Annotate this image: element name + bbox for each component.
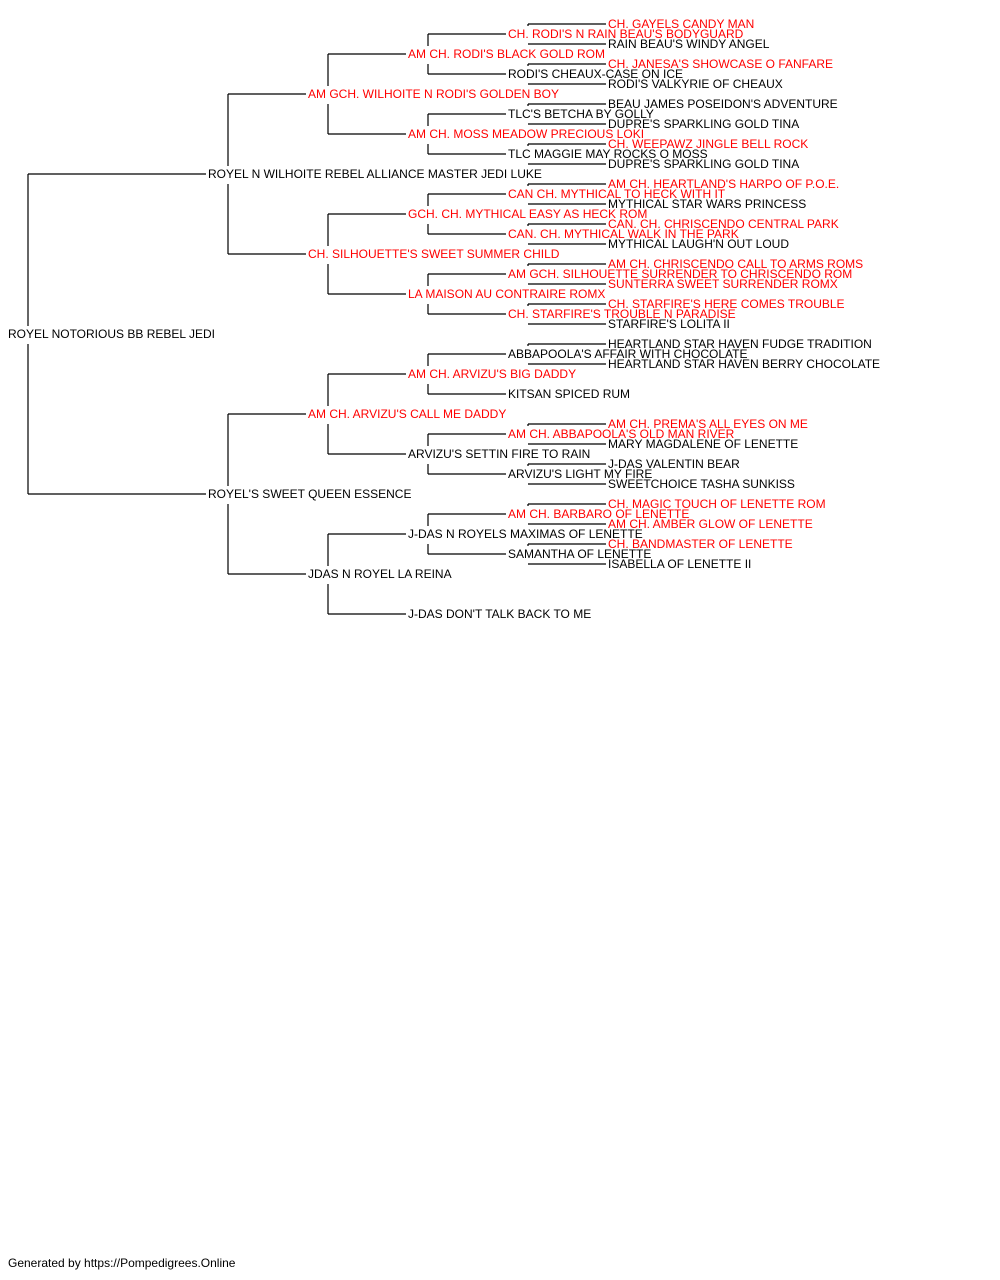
dog-name: ARVIZU'S LIGHT MY FIRE — [508, 467, 652, 481]
champion-dog-name: LA MAISON AU CONTRAIRE ROMX — [408, 287, 605, 301]
champion-dog-name: CH. MAGIC TOUCH OF LENETTE ROM — [608, 497, 826, 511]
dog-name: RODI'S VALKYRIE OF CHEAUX — [608, 77, 783, 91]
champion-dog-name: AM GCH. SILHOUETTE SURRENDER TO CHRISCEN… — [508, 267, 852, 281]
champion-dog-name: AM CH. BARBARO OF LENETTE — [508, 507, 689, 521]
champion-dog-name: AM CH. CHRISCENDO CALL TO ARMS ROMS — [608, 257, 863, 271]
champion-dog-name: GCH. CH. MYTHICAL EASY AS HECK ROM — [408, 207, 647, 221]
dog-name: ARVIZU'S SETTIN FIRE TO RAIN — [408, 447, 590, 461]
dog-name: RAIN BEAU'S WINDY ANGEL — [608, 37, 770, 51]
champion-dog-name: AM CH. PREMA'S ALL EYES ON ME — [608, 417, 808, 431]
dog-name: J-DAS DON'T TALK BACK TO ME — [408, 607, 591, 621]
dog-name: J-DAS N ROYELS MAXIMAS OF LENETTE — [408, 527, 643, 541]
champion-dog-name: CAN CH. MYTHICAL TO HECK WITH IT — [508, 187, 726, 201]
dog-name: MYTHICAL STAR WARS PRINCESS — [608, 197, 806, 211]
dog-name: ROYEL NOTORIOUS BB REBEL JEDI — [8, 327, 215, 341]
name-labels: ROYEL NOTORIOUS BB REBEL JEDI ROYEL N WIL… — [8, 17, 880, 621]
champion-dog-name: CH. STARFIRE'S TROUBLE N PARADISE — [508, 307, 736, 321]
dog-name: ROYEL N WILHOITE REBEL ALLIANCE MASTER J… — [208, 167, 542, 181]
champion-dog-name: AM GCH. WILHOITE N RODI'S GOLDEN BOY — [308, 87, 559, 101]
dog-name: STARFIRE'S LOLITA II — [608, 317, 730, 331]
dog-name: ABBAPOOLA'S AFFAIR WITH CHOCOLATE — [508, 347, 747, 361]
champion-dog-name: AM CH. ABBAPOOLA'S OLD MAN RIVER — [508, 427, 735, 441]
dog-name: TLC MAGGIE MAY ROCKS O MOSS — [508, 147, 708, 161]
champion-dog-name: CAN. CH. CHRISCENDO CENTRAL PARK — [608, 217, 839, 231]
champion-dog-name: CH. RODI'S N RAIN BEAU'S BODYGUARD — [508, 27, 744, 41]
champion-dog-name: AM CH. HEARTLAND'S HARPO OF P.O.E. — [608, 177, 839, 191]
champion-dog-name: AM CH. ARVIZU'S BIG DADDY — [408, 367, 576, 381]
dog-name: JDAS N ROYEL LA REINA — [308, 567, 452, 581]
dog-name: MYTHICAL LAUGH'N OUT LOUD — [608, 237, 789, 251]
dog-name: KITSAN SPICED RUM — [508, 387, 630, 401]
champion-dog-name: SUNTERRA SWEET SURRENDER ROMX — [608, 277, 838, 291]
dog-name: DUPRE'S SPARKLING GOLD TINA — [608, 117, 799, 131]
dog-name: ISABELLA OF LENETTE II — [608, 557, 751, 571]
dog-name: TLC'S BETCHA BY GOLLY — [508, 107, 654, 121]
champion-dog-name: CH. GAYELS CANDY MAN — [608, 17, 754, 31]
champion-dog-name: CH. WEEPAWZ JINGLE BELL ROCK — [608, 137, 808, 151]
champion-dog-name: CH. STARFIRE'S HERE COMES TROUBLE — [608, 297, 845, 311]
champion-dog-name: AM CH. AMBER GLOW OF LENETTE — [608, 517, 813, 531]
champion-dog-name: CAN. CH. MYTHICAL WALK IN THE PARK — [508, 227, 739, 241]
dog-name: HEARTLAND STAR HAVEN BERRY CHOCOLATE — [608, 357, 880, 371]
champion-dog-name: CH. SILHOUETTE'S SWEET SUMMER CHILD — [308, 247, 560, 261]
champion-dog-name: AM CH. MOSS MEADOW PRECIOUS LOKI — [408, 127, 644, 141]
dog-name: BEAU JAMES POSEIDON'S ADVENTURE — [608, 97, 838, 111]
champion-dog-name: CH. JANESA'S SHOWCASE O FANFARE — [608, 57, 833, 71]
connector-lines — [27, 23, 606, 615]
dog-name: RODI'S CHEAUX-CASE ON ICE — [508, 67, 683, 81]
dog-name: ROYEL'S SWEET QUEEN ESSENCE — [208, 487, 411, 501]
champion-dog-name: CH. BANDMASTER OF LENETTE — [608, 537, 793, 551]
dog-name: SWEETCHOICE TASHA SUNKISS — [608, 477, 795, 491]
footer-credit: Generated by https://Pompedigrees.Online — [8, 1256, 236, 1270]
dog-name: HEARTLAND STAR HAVEN FUDGE TRADITION — [608, 337, 872, 351]
dog-name: MARY MAGDALENE OF LENETTE — [608, 437, 798, 451]
dog-name: SAMANTHA OF LENETTE — [508, 547, 651, 561]
champion-dog-name: AM CH. RODI'S BLACK GOLD ROM — [408, 47, 605, 61]
dog-name: J-DAS VALENTIN BEAR — [608, 457, 740, 471]
dog-name: DUPRE'S SPARKLING GOLD TINA — [608, 157, 799, 171]
champion-dog-name: AM CH. ARVIZU'S CALL ME DADDY — [308, 407, 506, 421]
